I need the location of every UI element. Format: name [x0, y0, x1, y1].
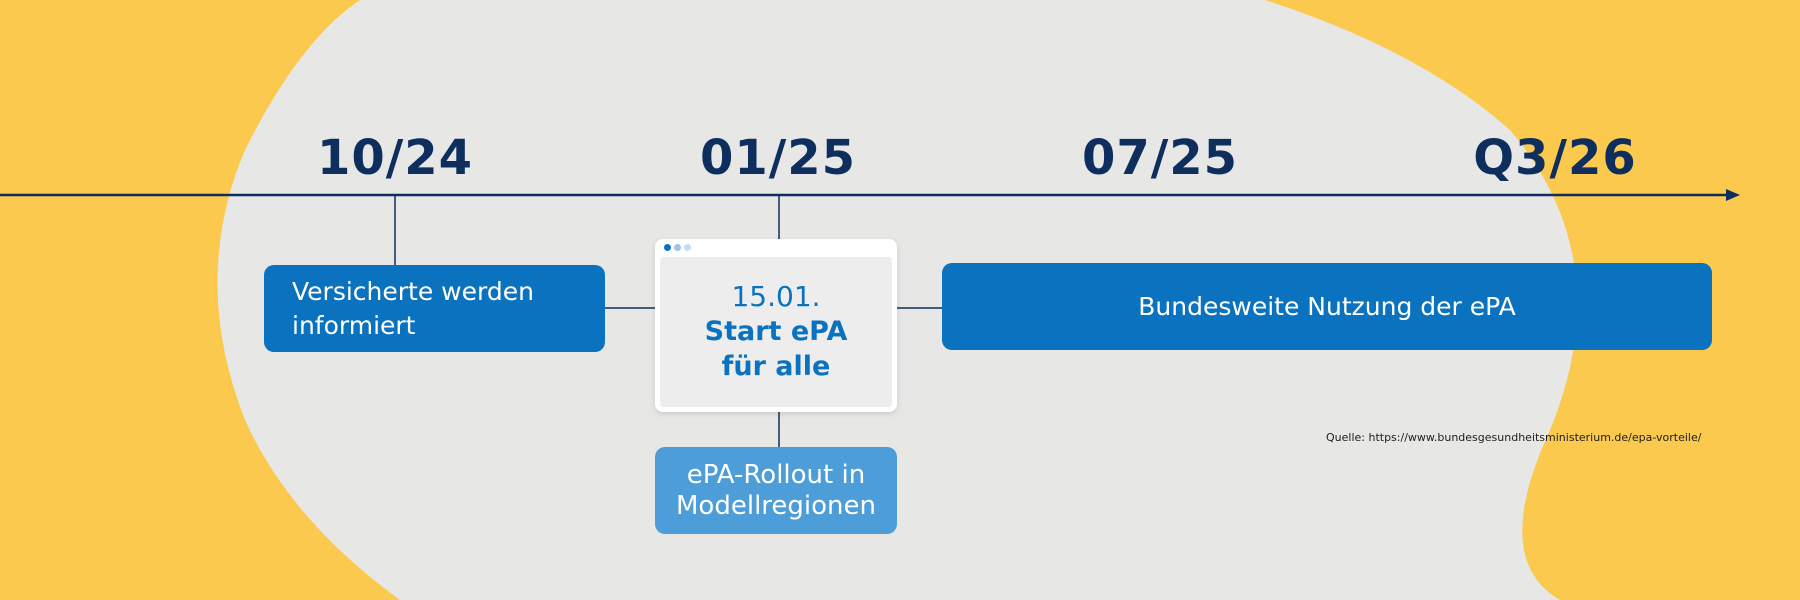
timeline-arrowhead	[1726, 189, 1740, 201]
event-box-informed: Versicherte werden informiert	[264, 265, 605, 352]
window-dot-icon	[664, 244, 671, 251]
event-box-rollout: ePA-Rollout in Modellregionen	[655, 447, 897, 534]
window-body: 15.01. Start ePA für alle	[660, 257, 892, 407]
event-box-nationwide: Bundesweite Nutzung der ePA	[942, 263, 1712, 350]
window-dot-icon	[684, 244, 691, 251]
start-date: 15.01.	[731, 280, 821, 313]
date-label-10-24: 10/24	[316, 130, 474, 186]
source-note: Quelle: https://www.bundesgesundheitsmin…	[1326, 431, 1702, 444]
start-epa-window-card: 15.01. Start ePA für alle	[655, 239, 897, 412]
event-informed-line2: informiert	[292, 310, 416, 340]
window-dots	[664, 244, 691, 252]
event-informed-line1: Versicherte werden	[292, 276, 534, 306]
window-dot-icon	[674, 244, 681, 251]
event-rollout-line2: Modellregionen	[676, 490, 876, 521]
date-label-07-25: 07/25	[1081, 130, 1239, 186]
date-label-q3-26: Q3/26	[1473, 130, 1637, 186]
event-rollout-line1: ePA-Rollout in	[686, 459, 866, 490]
date-label-01-25: 01/25	[699, 130, 857, 186]
start-title: Start ePA für alle	[704, 316, 848, 382]
event-nationwide-label: Bundesweite Nutzung der ePA	[1138, 291, 1516, 321]
background-blob	[217, 0, 1578, 600]
